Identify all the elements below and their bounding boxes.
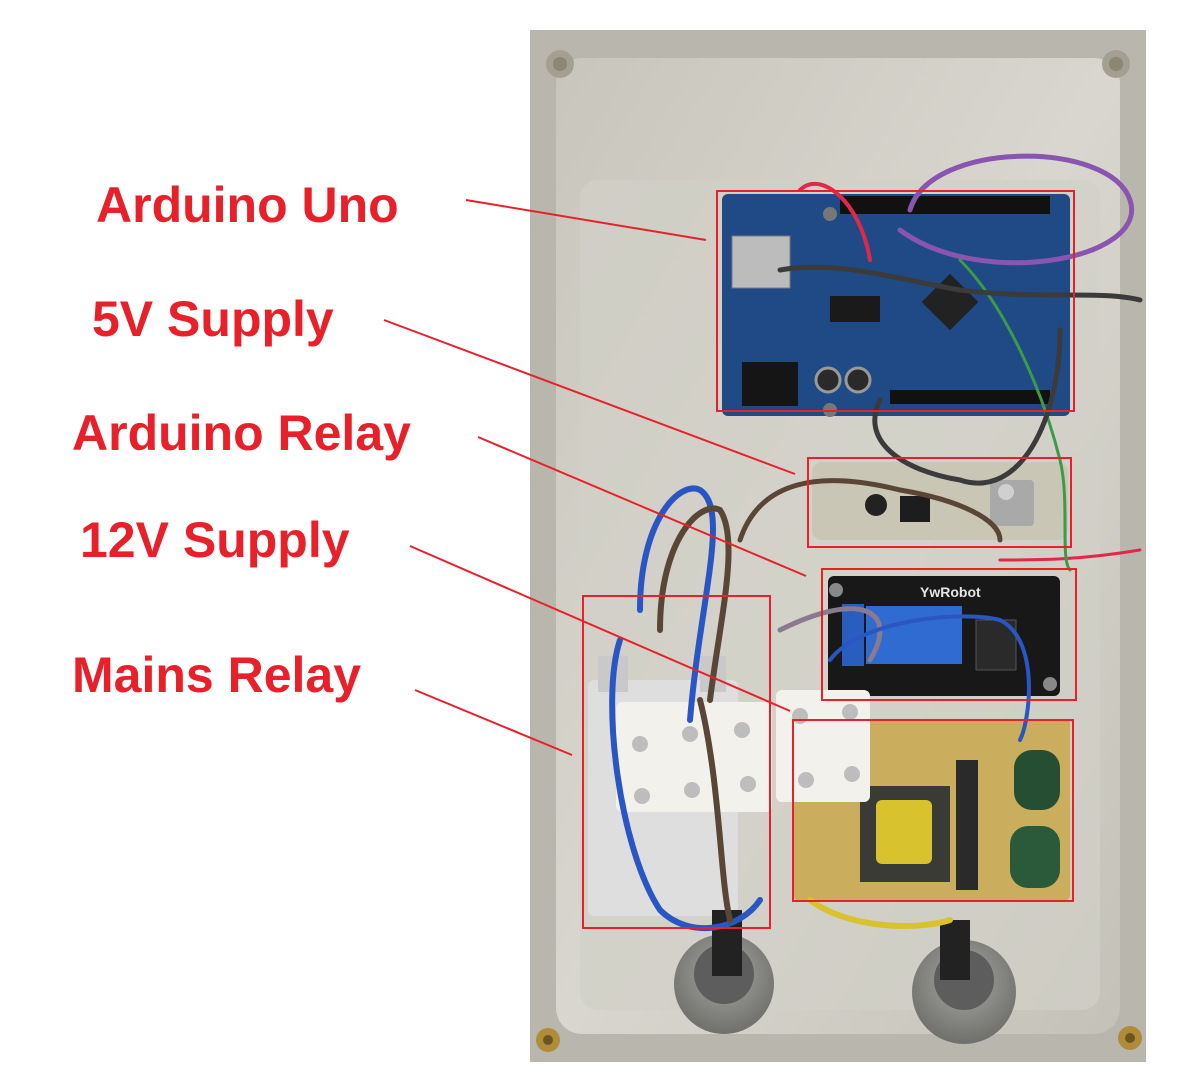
terminal-block — [616, 690, 870, 812]
label-12v-supply: 12V Supply — [80, 512, 350, 568]
label-arduino-relay: Arduino Relay — [72, 405, 411, 461]
cable-gland — [674, 910, 1016, 1044]
label-arduino-uno: Arduino Uno — [96, 177, 399, 233]
label-mains-relay: Mains Relay — [72, 647, 362, 703]
label-5v-supply: 5V Supply — [92, 291, 334, 347]
screw-icon — [536, 50, 1142, 1052]
relay-brand-text: YwRobot — [920, 584, 981, 600]
arduino-uno-board — [722, 194, 1070, 417]
enclosure-photo: YwRobot — [530, 30, 1146, 1062]
